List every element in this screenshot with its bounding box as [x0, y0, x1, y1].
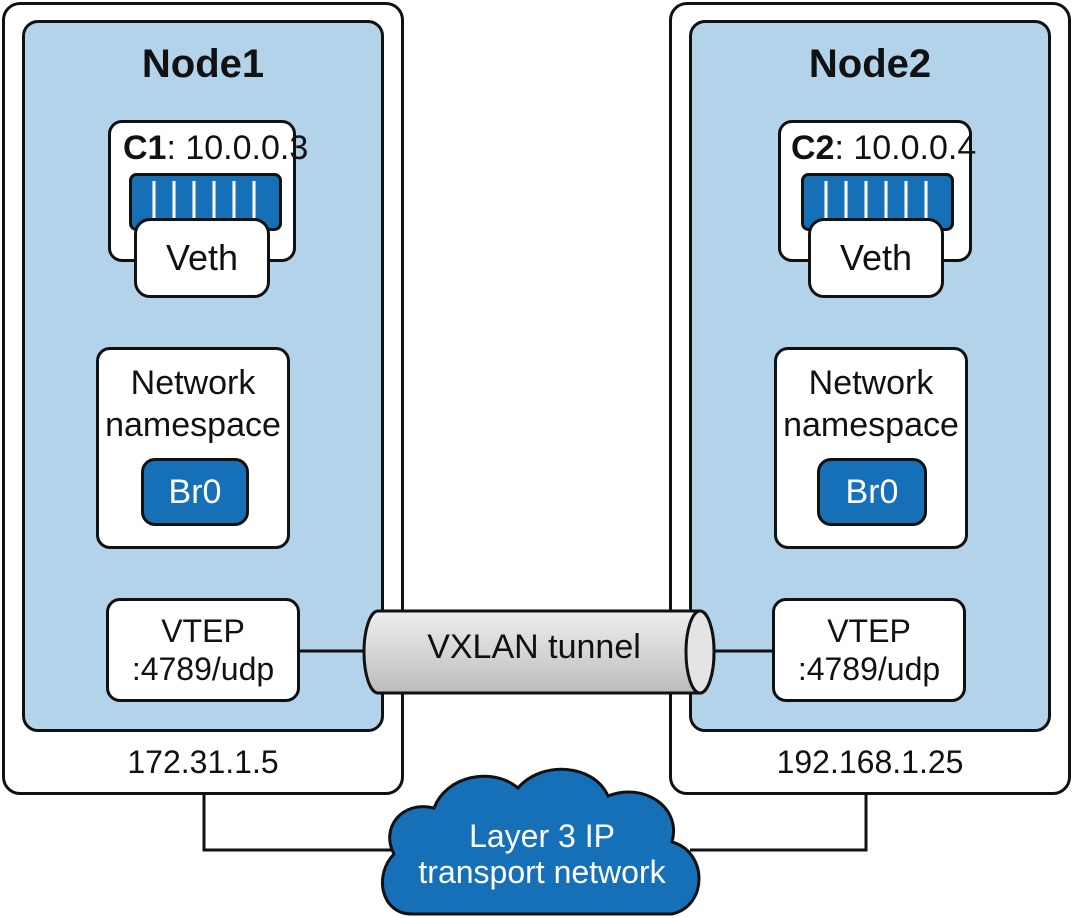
cloud-icon	[380, 767, 701, 916]
container-name: C1	[123, 129, 167, 167]
bridge-br0-node2: Br0	[817, 458, 927, 526]
namespace-label-line1: Network	[130, 364, 256, 402]
network-namespace-node2: Network namespace Br0	[774, 347, 968, 549]
veth-node1: Veth	[134, 218, 270, 298]
container-ip: : 10.0.0.4	[834, 129, 977, 167]
vtep-port: :4789/udp	[131, 651, 275, 687]
container-c1-label: C1: 10.0.0.3	[123, 129, 308, 168]
host-ip-node2: 192.168.1.25	[776, 744, 964, 780]
container-stack-icon	[801, 173, 954, 231]
cloud-label-line2: transport network	[418, 854, 666, 890]
node1-title: Node1	[141, 42, 265, 86]
vtep-label: VTEP	[827, 613, 911, 649]
container-ip: : 10.0.0.3	[166, 129, 309, 167]
vtep-port: :4789/udp	[797, 651, 941, 687]
host-ip-node1: 172.31.1.5	[127, 744, 279, 780]
node2-title: Node2	[808, 42, 932, 86]
veth-node2: Veth	[808, 218, 944, 298]
vtep-label: VTEP	[161, 613, 245, 649]
vxlan-tunnel-label: VXLAN tunnel	[427, 628, 641, 666]
network-namespace-node1: Network namespace Br0	[96, 347, 290, 549]
namespace-label-line2: namespace	[105, 406, 281, 444]
vtep-node2: VTEP :4789/udp	[772, 598, 966, 702]
cloud-label-line1: Layer 3 IP	[469, 818, 615, 854]
namespace-label-line1: Network	[808, 364, 934, 402]
host2-to-network-link	[690, 793, 868, 852]
container-c2-label: C2: 10.0.0.4	[791, 129, 976, 168]
namespace-label-line2: namespace	[783, 406, 959, 444]
cloud-label: Layer 3 IP transport network	[380, 818, 704, 890]
bridge-br0-node1: Br0	[141, 458, 249, 526]
container-stack-icon	[129, 173, 282, 231]
vtep-node1: VTEP :4789/udp	[106, 598, 300, 702]
host1-to-network-link	[202, 793, 395, 852]
container-name: C2	[791, 129, 835, 167]
